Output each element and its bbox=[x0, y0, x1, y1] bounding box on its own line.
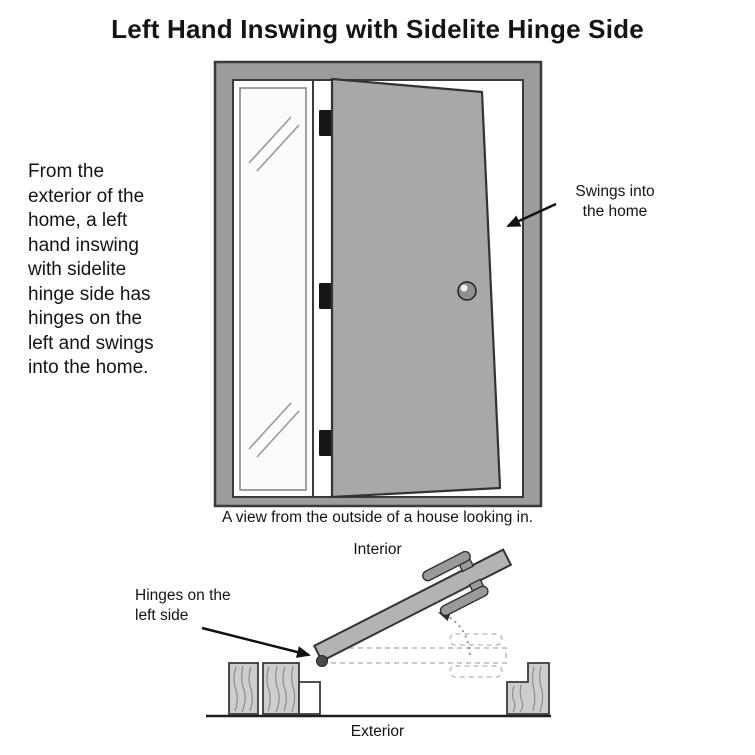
door-handle-bottom bbox=[439, 578, 489, 617]
wood-grain-left-b bbox=[266, 665, 296, 713]
front-view bbox=[213, 60, 557, 508]
swing-arrow bbox=[506, 202, 557, 228]
door-handle-top bbox=[422, 550, 475, 582]
wood-grain-right bbox=[511, 665, 544, 713]
left-jamb-stop bbox=[298, 681, 321, 715]
exterior-label: Exterior bbox=[350, 723, 405, 740]
door-slab-top-view bbox=[312, 548, 513, 663]
hinge-top bbox=[319, 110, 332, 136]
page-title: Left Hand Inswing with Sidelite Hinge Si… bbox=[111, 14, 644, 44]
hinge-bottom bbox=[319, 430, 332, 456]
hinge-pivot-dot bbox=[316, 655, 328, 667]
ghost-handle-bottom bbox=[449, 665, 503, 678]
doorknob bbox=[457, 281, 477, 301]
hinge-middle bbox=[319, 283, 332, 309]
wood-grain-left-a bbox=[233, 665, 253, 713]
description-text: From the exterior of the home, a left ha… bbox=[28, 161, 154, 378]
hinge-arrow bbox=[201, 626, 311, 658]
left-jamb-section bbox=[228, 662, 321, 715]
swing-label: Swings into the home bbox=[575, 183, 655, 220]
doorknob-highlight bbox=[460, 284, 468, 292]
ghost-handle-top bbox=[449, 633, 503, 646]
hinge-label: Hinges on the left side bbox=[135, 587, 231, 624]
front-view-caption: A view from the outside of a house looki… bbox=[221, 509, 534, 526]
right-jamb-section bbox=[506, 662, 550, 715]
top-view bbox=[201, 548, 551, 718]
door-panel bbox=[330, 77, 502, 499]
interior-label: Interior bbox=[353, 541, 402, 558]
sidelite-glass bbox=[239, 87, 307, 491]
open-door-top-view bbox=[312, 548, 513, 663]
glass-reflection-lines bbox=[248, 116, 300, 458]
